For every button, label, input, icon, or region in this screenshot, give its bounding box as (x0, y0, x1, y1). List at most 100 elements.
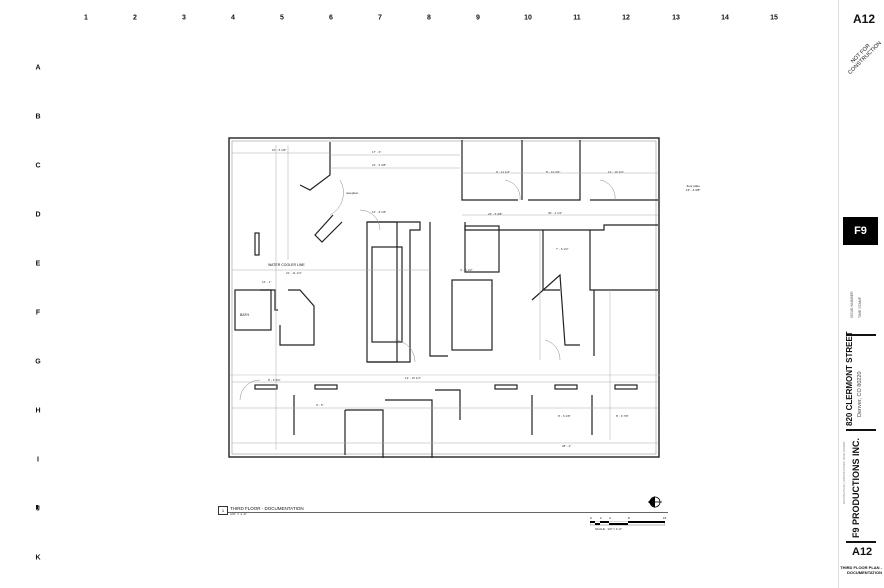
grid-column-4: 4 (231, 14, 235, 22)
scale-ticks: 0 2 4 8 16 (590, 516, 667, 521)
wall (279, 289, 315, 346)
dimension-label: 9' - 6" (316, 403, 324, 407)
scale-bar: 0 2 4 8 16 SCALE : 1/4" = 1'-0" (590, 516, 667, 531)
scale-tick-label: 8 (628, 516, 630, 520)
dimension-label: 9' - 11 1/2" (496, 170, 511, 174)
title-block-border (838, 0, 839, 588)
wall (435, 389, 461, 420)
dimension-label: 12' - 8 1/8" (372, 210, 387, 214)
bath-room (234, 289, 272, 331)
floor-plate-dim: 13' - 4 3/8" (686, 188, 701, 192)
grid-row-A: A (35, 64, 41, 72)
project-street: 820 CLERMONT STREET (845, 331, 854, 426)
stair (371, 246, 403, 343)
grid-column-6: 6 (329, 14, 333, 22)
dimension-label: 8' - 6 1/8" (558, 414, 571, 418)
wall (254, 384, 278, 390)
grid-row-E: E (35, 260, 41, 268)
company-name: F9 PRODUCTIONS INC. (851, 437, 861, 538)
dimension-label: 22' - 5 3/8" (488, 212, 503, 216)
company-logo: F9 (843, 217, 878, 245)
wall (299, 142, 331, 191)
wall (260, 289, 278, 311)
dimension-label: 10' - 5 1/8" (272, 148, 287, 152)
grid-column-12: 12 (622, 14, 630, 22)
scale-tick-label: 16 (663, 516, 667, 520)
dimension-label: 11' - 10 1/4" (608, 170, 624, 174)
view-scale: 1/4" = 1'-0" (230, 512, 248, 516)
view-number: 1 (218, 506, 228, 515)
grid-row-C: C (35, 162, 41, 170)
grid-row-D: D (35, 211, 41, 219)
wall (494, 384, 518, 390)
wall (345, 409, 384, 458)
view-title: THIRD FLOOR - DOCUMENTATION (230, 506, 304, 511)
reception-label: reception (346, 191, 359, 195)
dimension-lines (232, 145, 658, 450)
time-stamp-label: TIME STAMP (858, 296, 862, 318)
dimension-label: 14' - 1" (262, 280, 272, 284)
dimension-label: 8' - 10 3/4" (546, 170, 561, 174)
dimension-label: 17' - 6" (372, 150, 382, 154)
dimension-label: 8' - 5 3/4" (268, 378, 281, 382)
wall (314, 214, 343, 243)
company-tagline: ARCHITECTURE | CONSTRUCTION | DEVELOPMEN… (843, 441, 846, 504)
wall (528, 140, 581, 201)
room (451, 279, 493, 351)
sheet-number-top: A12 (853, 12, 876, 26)
title-block-divider (846, 334, 876, 336)
grid-column-7: 7 (378, 14, 382, 22)
grid-row-I: I (37, 456, 39, 464)
grid-column-3: 3 (182, 14, 186, 22)
scale-label: SCALE : 1/4" = 1'-0" (595, 527, 622, 531)
grid-row-K: K (35, 554, 41, 562)
title-block-divider (846, 541, 876, 543)
dimension-label: 12' - 10 1/4" (405, 376, 421, 380)
wall (254, 232, 260, 256)
dimension-label: 4' - 6 1/2" (460, 268, 473, 272)
sheet-number-bottom: A12 (852, 546, 873, 558)
dimension-label: 30' - 4 1/2" (548, 211, 563, 215)
wall (314, 384, 338, 390)
grid-row-B: B (35, 113, 41, 121)
door-swings (239, 179, 616, 401)
wall (461, 140, 518, 201)
walls (228, 137, 660, 458)
project-city: Denver, CO 80220 (857, 371, 863, 417)
grid-column-5: 5 (280, 14, 284, 22)
north-arrow-icon (648, 496, 662, 508)
exterior-wall (228, 137, 660, 458)
grid-column-13: 13 (672, 14, 680, 22)
wall (614, 384, 638, 390)
bath-label: BATH (240, 313, 250, 317)
grid-row-F: F (35, 309, 41, 317)
scale-bar-graphic (590, 521, 665, 526)
wall (531, 273, 580, 346)
wall (542, 230, 560, 291)
grid-column-1: 1 (84, 14, 88, 22)
view-title-line (228, 511, 668, 513)
scale-tick-label: 2 (600, 516, 602, 520)
dimension-label: 21' - 11 1/4" (286, 271, 302, 275)
dimension-label: 28' - 4" (562, 444, 572, 448)
dimension-label: 8' - 6 7/8" (616, 414, 629, 418)
issue-number-label: ISSUE NUMBER (850, 291, 854, 318)
wall (385, 399, 433, 458)
grid-column-14: 14 (721, 14, 729, 22)
water-cooler-label: WATER COOLER LINE (268, 263, 305, 267)
scale-tick-label: 4 (609, 516, 611, 520)
margin-mark (36, 505, 38, 509)
grid-row-J: J (36, 505, 40, 513)
sheet-title: THIRD FLOOR PLAN - DOCUMENTATION (840, 565, 882, 575)
grid-column-10: 10 (524, 14, 532, 22)
core-wall (367, 221, 421, 363)
scale-tick-label: 0 (590, 516, 592, 520)
dimension-label: 7' - 6 1/2" (556, 247, 569, 251)
wall (589, 230, 658, 291)
grid-column-9: 9 (476, 14, 480, 22)
room (464, 225, 500, 273)
grid-column-15: 15 (770, 14, 778, 22)
grid-row-H: H (35, 407, 41, 415)
wall (554, 384, 578, 390)
